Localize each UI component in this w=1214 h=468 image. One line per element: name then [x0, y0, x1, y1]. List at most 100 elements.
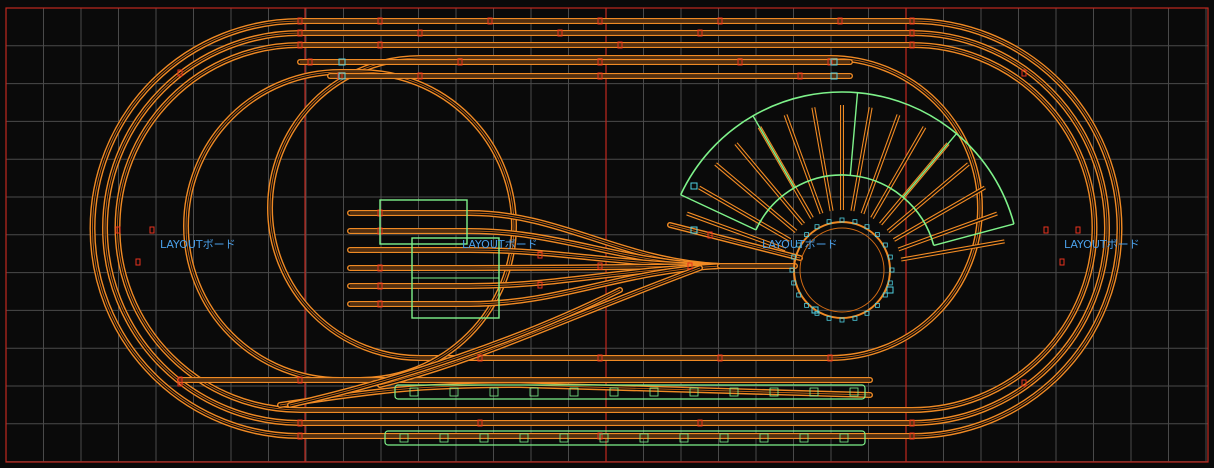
platform-1-fixture — [649, 387, 659, 397]
turntable-marker — [791, 254, 797, 260]
label-layer: LAYOUTボード LAYOUTボード LAYOUTボード LAYOUTボード — [160, 238, 1140, 251]
stall-track-gap — [715, 163, 797, 233]
board-label-1: LAYOUTボード — [160, 238, 236, 251]
platform-1-fixture — [409, 387, 419, 397]
rail-joiner — [297, 432, 303, 440]
rail-joiner — [717, 354, 723, 362]
stall-track-gap — [735, 143, 805, 225]
board-outline — [5, 7, 1209, 463]
rail-joiner — [177, 379, 183, 387]
turntable-marker — [882, 292, 888, 298]
turntable-marker — [791, 280, 797, 286]
rail-joiner — [737, 58, 743, 66]
rail-joiner — [909, 29, 915, 37]
platform-2-fixture — [719, 433, 729, 443]
rail-joiner — [697, 29, 703, 37]
rail-joiner — [837, 17, 843, 25]
rail-joiner — [1075, 226, 1081, 234]
platform-2-fixture — [479, 433, 489, 443]
turntable-inner — [799, 227, 885, 313]
turntable-marker — [889, 267, 895, 273]
rail-joiner — [135, 258, 141, 266]
rail-joiner — [909, 419, 915, 427]
rail-joiner — [537, 251, 543, 259]
rail-joiner — [487, 17, 493, 25]
rail-joiner — [827, 58, 833, 66]
buffer-stop-marker — [886, 286, 894, 294]
rail-joiner — [597, 17, 603, 25]
rail-joiner — [377, 41, 383, 49]
turntable-marker — [874, 302, 880, 308]
rail-joiner — [617, 41, 623, 49]
buffer-stop-marker — [690, 182, 698, 190]
rail-joiner — [597, 58, 603, 66]
platform-1-fixture — [569, 387, 579, 397]
yard-shed-1 — [379, 199, 468, 245]
rail-joiner — [909, 17, 915, 25]
stall-track-gap — [686, 212, 786, 251]
rail-joiner — [417, 72, 423, 80]
buffer-stop-marker — [830, 58, 838, 66]
rail-joiner — [297, 17, 303, 25]
yard-track-6-center — [350, 265, 721, 305]
outer-loop-3-center — [117, 44, 1095, 411]
rail-joiner — [307, 58, 313, 66]
platform-2-fixture — [839, 433, 849, 443]
stall-track-gap — [898, 212, 998, 251]
stall-track-gap — [861, 114, 900, 214]
structure-layer — [338, 58, 1015, 446]
rail-joiner — [717, 17, 723, 25]
turntable-marker — [852, 315, 858, 321]
stall-track-gap — [851, 107, 872, 212]
stall-track-gap — [871, 126, 926, 219]
platform-2-fixture — [439, 433, 449, 443]
platform-2-fixture — [519, 433, 529, 443]
rail-joiner — [687, 262, 693, 270]
platform-1-fixture — [689, 387, 699, 397]
rail-joiner — [177, 69, 183, 77]
rail-joiner — [477, 354, 483, 362]
roundhouse-wall — [752, 115, 796, 189]
rail-joiner — [297, 419, 303, 427]
platform-2-fixture — [799, 433, 809, 443]
rail-joiner — [597, 72, 603, 80]
rail-joiner — [377, 300, 383, 308]
rail-joiner — [297, 376, 303, 384]
rail-joiner — [115, 226, 121, 234]
rail-joiner — [457, 58, 463, 66]
turntable-marker — [839, 317, 845, 323]
stall-track-gap — [698, 186, 791, 241]
turntable-marker — [804, 232, 810, 238]
buffer-stop-marker — [690, 226, 698, 234]
turntable-marker — [804, 302, 810, 308]
platform-2-fixture — [599, 433, 609, 443]
rail-joiner — [827, 354, 833, 362]
buffer-stop-marker — [338, 72, 346, 80]
rail-joiner — [297, 41, 303, 49]
platform-2-fixture — [639, 433, 649, 443]
rail-joiner — [909, 41, 915, 49]
inner-loop-center — [269, 57, 981, 359]
stall-track-gap — [900, 240, 1005, 261]
platform-1-fixture — [529, 387, 539, 397]
turntable-spur-center — [669, 224, 801, 259]
turntable-marker — [887, 254, 893, 260]
rail-joiner — [377, 17, 383, 25]
turntable-marker — [789, 267, 795, 273]
rail-joiner — [417, 29, 423, 37]
turntable-marker — [826, 315, 832, 321]
roundhouse-wall — [933, 223, 1015, 247]
rail-joiner — [697, 419, 703, 427]
turntable-marker — [839, 217, 845, 223]
rail-joiner — [797, 72, 803, 80]
rail-joiner — [537, 281, 543, 289]
rail-joiner — [1021, 379, 1027, 387]
rail-joiner — [909, 432, 915, 440]
rail-joiner — [477, 419, 483, 427]
platform-2-fixture — [559, 433, 569, 443]
rail-joiner — [557, 29, 563, 37]
turntable-marker — [826, 219, 832, 225]
buffer-stop-marker — [830, 72, 838, 80]
stall-track-gap — [784, 114, 823, 214]
